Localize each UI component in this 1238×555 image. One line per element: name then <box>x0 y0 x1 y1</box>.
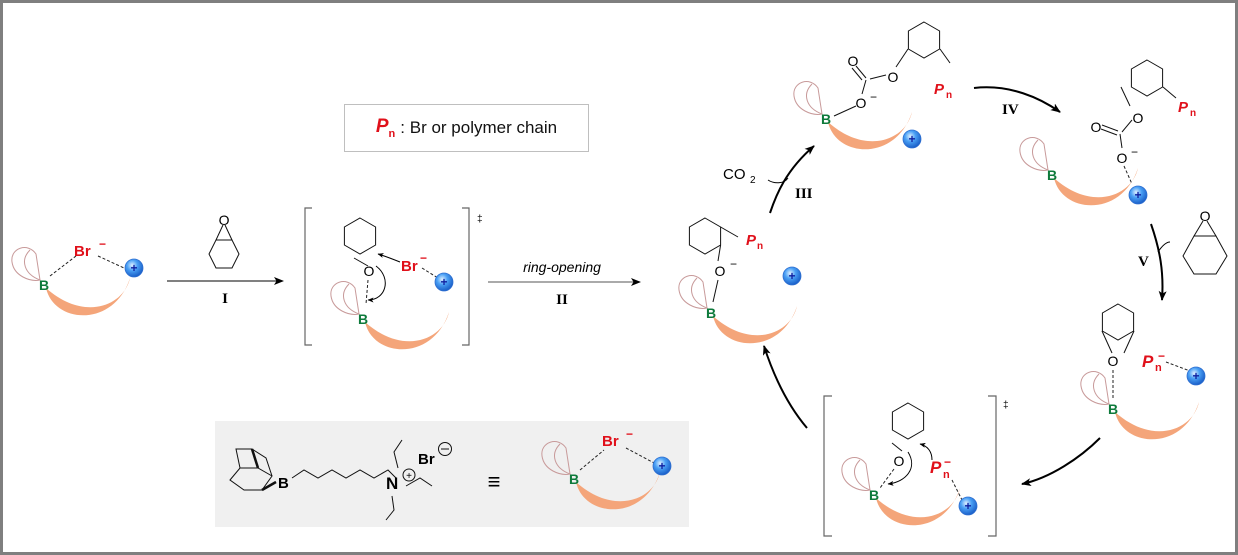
svg-text:−: − <box>730 257 737 271</box>
svg-text:−: − <box>1158 349 1165 363</box>
bromide-anion: Br <box>74 243 91 260</box>
svg-text:−: − <box>626 427 633 441</box>
svg-text:−: − <box>870 90 877 104</box>
cation-ball-icon <box>124 258 144 278</box>
alkoxide-intermediate: P n O − B <box>678 217 802 344</box>
svg-text:2: 2 <box>750 175 756 186</box>
co2-reagent: CO <box>723 166 746 183</box>
catalyst-structure-box <box>215 421 689 527</box>
svg-text:−: − <box>1131 145 1138 159</box>
linker-band <box>46 278 130 316</box>
step-I: I O <box>167 212 284 307</box>
ring-opening-label: ring-opening <box>523 259 601 275</box>
svg-text:n: n <box>946 90 952 101</box>
svg-text:O: O <box>1091 119 1102 135</box>
svg-text:+: + <box>406 471 412 482</box>
svg-text:B: B <box>821 111 831 127</box>
equivalence-symbol: ≡ <box>488 469 501 494</box>
cation-ball-icon <box>652 456 672 476</box>
catalyst-species-left: B Br − <box>11 237 144 316</box>
step-II-label: II <box>556 292 568 308</box>
pn-legend-box: Pn : Br or polymer chain <box>344 104 589 152</box>
step-I-label: I <box>222 291 228 307</box>
catalyst-cartoon: B Br − <box>541 427 672 510</box>
step-IV-label: IV <box>1002 102 1019 118</box>
cation-ball-icon <box>1186 366 1206 386</box>
pn-symbol: Pn <box>375 116 396 140</box>
svg-text:‡: ‡ <box>1003 400 1009 411</box>
bromide-anion: Br <box>401 258 418 275</box>
nitrogen-atom: N <box>386 474 398 493</box>
transition-state-1: ‡ O B Br − <box>304 207 483 350</box>
step-V-label: V <box>1138 254 1149 270</box>
step-III-label: III <box>795 186 813 202</box>
svg-text:n: n <box>1190 108 1196 119</box>
svg-text:−: − <box>99 237 106 251</box>
svg-text:B: B <box>569 471 579 487</box>
arrow-regenerate <box>762 345 808 429</box>
svg-text:O: O <box>856 95 867 111</box>
cation-ball-icon <box>902 129 922 149</box>
boron-atom: B <box>39 277 49 293</box>
epoxide-activated-species: O B P n − <box>1080 303 1206 440</box>
svg-text:n: n <box>943 469 950 481</box>
svg-text:Br: Br <box>602 433 619 450</box>
cation-ball-icon <box>958 496 978 516</box>
boron-lobe-icon <box>11 247 41 281</box>
svg-text:O: O <box>1133 110 1144 126</box>
svg-text:O: O <box>894 453 905 469</box>
cyclohexene-oxide-icon: O <box>208 212 240 269</box>
pn-group: P <box>746 232 757 249</box>
svg-text:O: O <box>219 212 230 228</box>
svg-text:B: B <box>869 487 879 503</box>
step-V: V O <box>1138 208 1228 301</box>
cyclohexene-oxide-icon: O <box>1182 208 1228 275</box>
svg-text:O: O <box>1200 208 1211 224</box>
step-III: CO 2 III <box>723 145 815 214</box>
svg-text:O: O <box>848 53 859 69</box>
step-II: ring-opening II <box>488 259 641 308</box>
svg-text:B: B <box>358 311 368 327</box>
svg-text:n: n <box>757 241 763 252</box>
double-dagger: ‡ <box>477 214 483 225</box>
boron-atom: B <box>278 475 289 492</box>
carbonate-intermediate: P n O O O − B <box>793 21 952 150</box>
svg-text:P: P <box>1178 99 1189 116</box>
step-IV: IV <box>973 86 1061 118</box>
svg-text:P: P <box>934 81 945 98</box>
svg-text:P: P <box>930 458 942 477</box>
svg-text:B: B <box>1047 167 1057 183</box>
svg-text:P: P <box>1142 352 1154 371</box>
transition-state-2: ‡ O B P n − <box>823 395 1009 537</box>
svg-text:B: B <box>706 305 716 321</box>
pn-legend-text: : Br or polymer chain <box>400 118 558 137</box>
arrow-to-ts2 <box>1021 437 1101 487</box>
svg-text:B: B <box>1108 401 1118 417</box>
svg-text:O: O <box>715 263 726 279</box>
cation-ball-icon <box>1128 185 1148 205</box>
svg-text:−: − <box>420 251 427 265</box>
svg-text:O: O <box>1117 150 1128 166</box>
svg-text:O: O <box>888 69 899 85</box>
svg-text:O: O <box>1108 353 1119 369</box>
svg-text:n: n <box>1155 362 1162 374</box>
bromide-counterion: Br <box>418 451 435 468</box>
carbonate-cation-pair: P n O O O − B <box>1019 59 1196 206</box>
oxygen-atom: O <box>364 263 375 279</box>
catalyst-structure: B N + Br ≡ <box>229 439 501 521</box>
cation-ball-icon <box>782 266 802 286</box>
svg-text:−: − <box>944 455 951 469</box>
cation-ball-icon <box>434 272 454 292</box>
